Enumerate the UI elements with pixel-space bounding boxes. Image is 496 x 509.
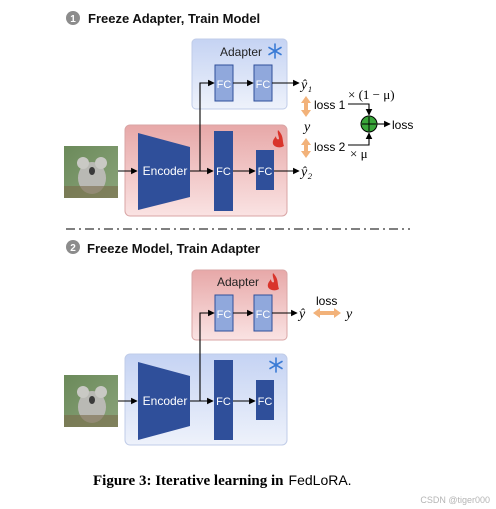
encoder-label: Encoder [143, 164, 188, 178]
fc-label: FC [217, 79, 232, 91]
step1-arrows [118, 79, 300, 175]
loss2-weight: × μ [350, 146, 368, 161]
step2-number-badge [66, 240, 80, 254]
adapter-loss-label: loss [316, 294, 337, 308]
fc-label: FC [217, 309, 232, 321]
loss-arrows [301, 96, 311, 158]
step2-model-panel: Encoder FC FC [124, 353, 288, 446]
step2-title: Freeze Model, Train Adapter [87, 241, 260, 256]
flame-icon [272, 130, 284, 148]
flame-icon [267, 273, 279, 291]
step2-header: 2 Freeze Model, Train Adapter [66, 240, 260, 256]
loss2-label: loss 2 [314, 140, 346, 154]
loss-combine-arrows [348, 103, 391, 146]
y2-hat-label: ŷ₂ [299, 165, 312, 180]
fc-block [256, 380, 274, 420]
step1-adapter-label: Adapter [220, 45, 262, 59]
y1-hat-label: ŷ₁ [299, 78, 312, 93]
loss1-weight: × (1 − μ) [348, 87, 395, 102]
step1-adapter-panel: Adapter FC FC [191, 38, 288, 110]
fc-label: FC [256, 79, 271, 91]
fc-label: FC [256, 309, 271, 321]
y-target-label: y [344, 307, 353, 322]
fc-label: FC [216, 396, 231, 408]
koala-image [64, 375, 118, 427]
encoder-label: Encoder [143, 394, 188, 408]
step2-adapter-panel: Adapter FC FC [191, 269, 288, 341]
snowflake-icon [268, 43, 282, 59]
fc-label: FC [258, 396, 273, 408]
snowflake-icon [269, 357, 283, 373]
y-label: y [302, 120, 311, 135]
total-loss-label: loss [392, 118, 413, 132]
loss1-label: loss 1 [314, 98, 346, 112]
fc-block [214, 131, 233, 211]
fc-block [214, 360, 233, 440]
step2-adapter-label: Adapter [217, 275, 259, 289]
step1-number: 1 [70, 14, 76, 25]
encoder-block [138, 362, 190, 440]
koala-image [64, 146, 118, 198]
fc-label: FC [258, 166, 273, 178]
watermark: CSDN @tiger000 [420, 495, 490, 505]
fc-label: FC [216, 166, 231, 178]
step1-title: Freeze Adapter, Train Model [88, 11, 260, 26]
caption-name: FedLoRA. [289, 472, 352, 488]
encoder-block [138, 133, 190, 210]
figure-caption: Figure 3: Iterative learning in FedLoRA. [93, 472, 352, 489]
y-hat-label: ŷ [297, 307, 306, 322]
step1-header: 1 Freeze Adapter, Train Model [66, 11, 260, 26]
step2-arrows [118, 309, 298, 405]
fc-block [256, 150, 274, 190]
caption-bold: Figure 3: Iterative learning in [93, 473, 284, 489]
step2-number: 2 [70, 243, 76, 254]
circle-plus-icon [360, 115, 378, 133]
step1-number-badge [66, 11, 80, 25]
adapter-loss-arrow [313, 308, 341, 318]
